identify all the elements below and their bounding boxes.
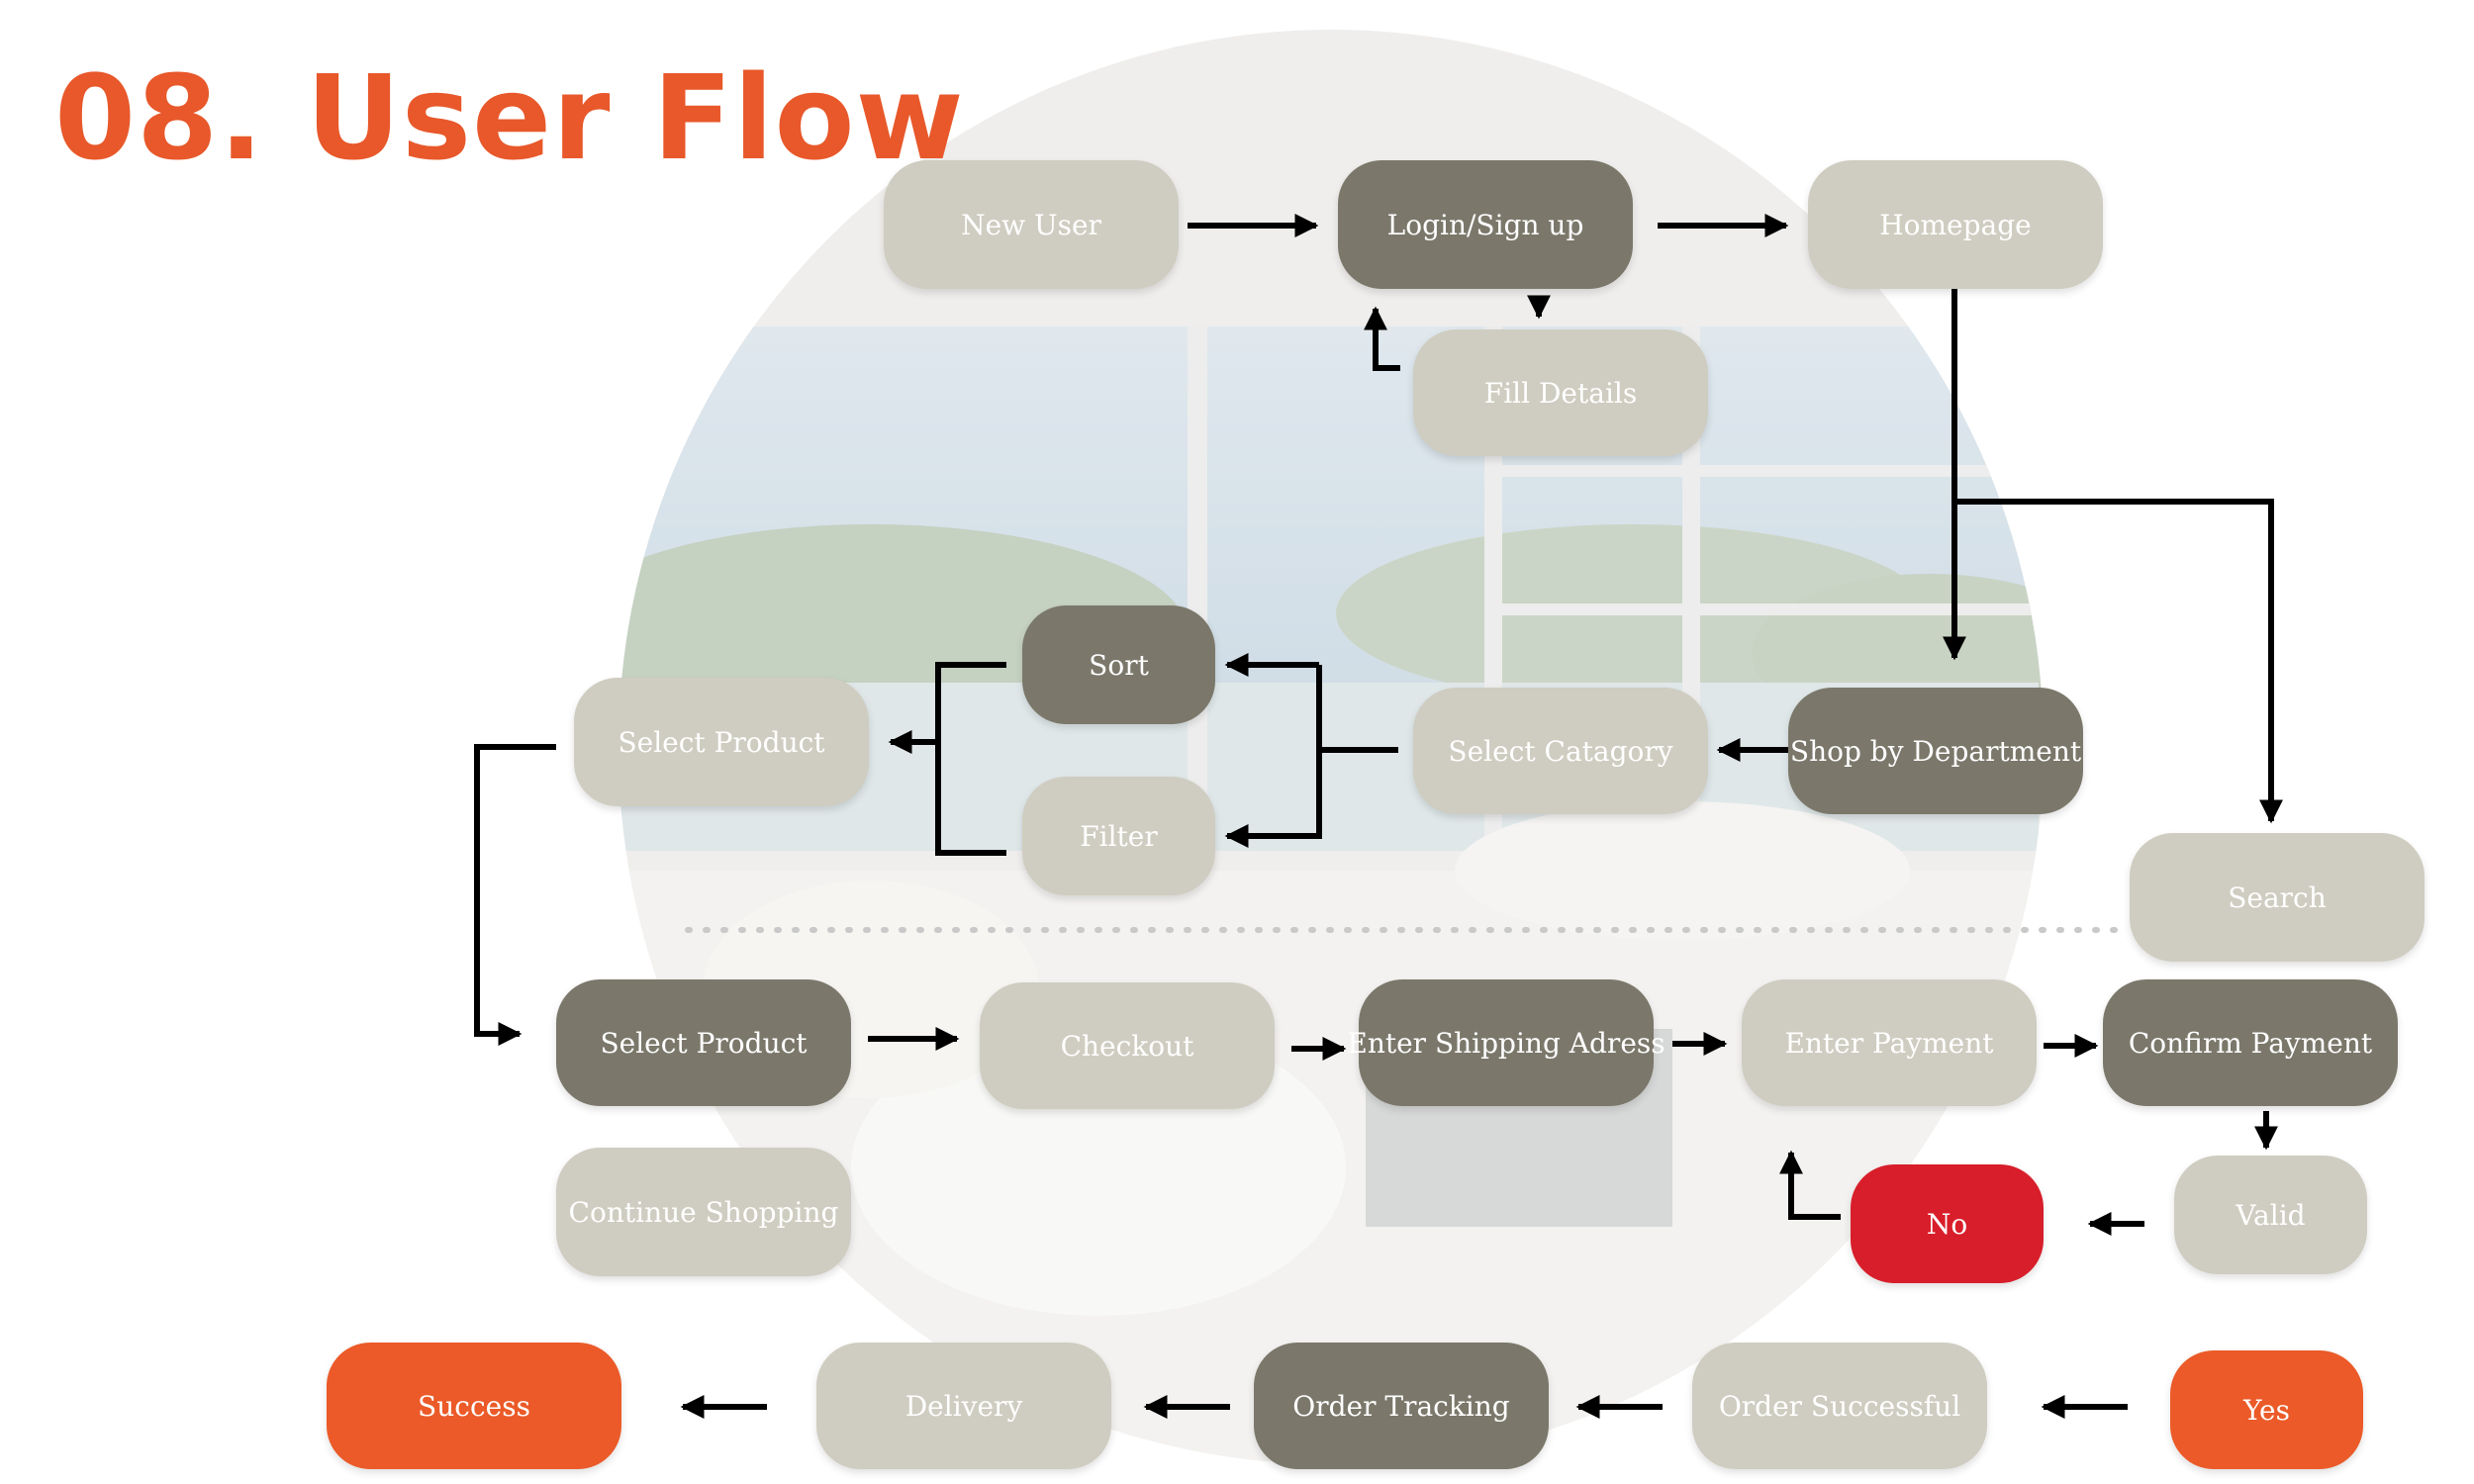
arrow-fill-details-to-login bbox=[1364, 306, 1400, 371]
node-confirm-payment: Confirm Payment bbox=[2103, 979, 2398, 1106]
node-fill-details: Fill Details bbox=[1413, 329, 1708, 456]
node-continue-shopping: Continue Shopping bbox=[556, 1148, 851, 1276]
node-select-product-top: Select Product bbox=[574, 678, 869, 806]
node-sort: Sort bbox=[1022, 605, 1215, 724]
node-order-successful: Order Successful bbox=[1692, 1343, 1987, 1469]
node-success: Success bbox=[327, 1343, 621, 1469]
page-title: 08. User Flow bbox=[54, 49, 965, 186]
node-enter-payment: Enter Payment bbox=[1742, 979, 2037, 1106]
arrow-homepage-to-search bbox=[1954, 499, 2283, 824]
node-filter: Filter bbox=[1022, 777, 1215, 895]
node-checkout: Checkout bbox=[980, 982, 1275, 1109]
node-shop-by-department: Shop by Department bbox=[1788, 688, 2083, 814]
node-enter-shipping-address: Enter Shipping Adress bbox=[1347, 979, 1665, 1106]
arrow-select-product-to-select-product bbox=[474, 744, 556, 1046]
node-select-category: Select Catagory bbox=[1413, 688, 1708, 814]
connector-sort-filter-bracket bbox=[935, 662, 1006, 856]
node-search: Search bbox=[2130, 833, 2425, 962]
node-login-signup: Login/Sign up bbox=[1338, 160, 1633, 289]
node-order-tracking: Order Tracking bbox=[1254, 1343, 1549, 1469]
node-yes: Yes bbox=[2170, 1350, 2363, 1469]
node-valid: Valid bbox=[2174, 1156, 2367, 1274]
node-new-user: New User bbox=[884, 160, 1179, 289]
node-select-product: Select Product bbox=[556, 979, 851, 1106]
arrow-no-to-enter-payment bbox=[1779, 1150, 1841, 1220]
node-delivery: Delivery bbox=[816, 1343, 1111, 1469]
arrow-bracket-to-sort bbox=[1227, 665, 1322, 839]
node-no: No bbox=[1851, 1164, 2044, 1283]
node-homepage: Homepage bbox=[1808, 160, 2103, 289]
